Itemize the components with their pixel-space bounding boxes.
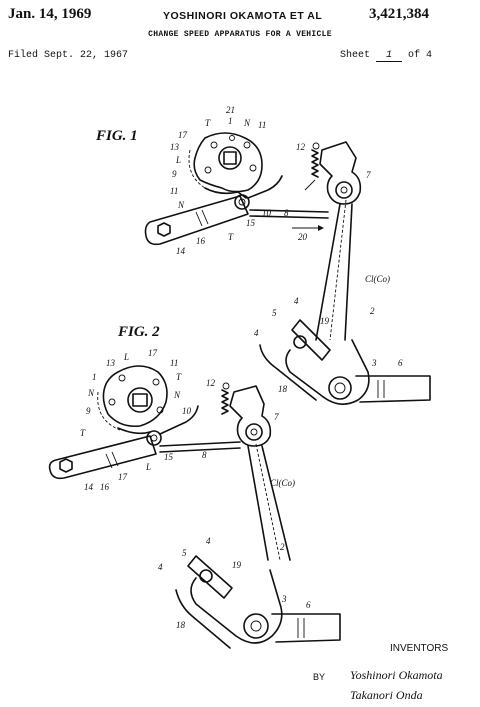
fig1-label-17: 17 (178, 130, 188, 140)
fig1-label-2: 2 (370, 306, 375, 316)
fig1-label-19: 19 (320, 316, 330, 326)
fig2-label-6: 6 (306, 600, 311, 610)
fig2-label-18: 18 (176, 620, 186, 630)
fig2-label-1: 1 (92, 372, 97, 382)
figure-1: FIG. 1 (95, 105, 431, 405)
fig1-label-15: 15 (246, 218, 256, 228)
fig2-label-4: 4 (206, 536, 211, 546)
fig2-pedal-arm (48, 435, 157, 480)
inventor-label: INVENTORS (390, 643, 449, 654)
fig1-label-11: 11 (258, 120, 266, 130)
fig2-label-11: 11 (170, 358, 178, 368)
signature-1: Yoshinori Okamota (350, 668, 443, 682)
fig2-label-4b: 4 (158, 562, 163, 572)
fig1-label-21: 21 (226, 105, 235, 115)
fig1-label-3: 3 (371, 358, 377, 368)
fig1-lower-lever (259, 319, 431, 405)
patent-number: 3,421,384 (369, 6, 429, 22)
fig2-label-3: 3 (281, 594, 287, 604)
fig1-label-t: T (205, 118, 211, 128)
fig1-label-4b: 4 (254, 328, 259, 338)
fig1-pedal-arm (144, 195, 249, 246)
fig1-part-labels: 21 T 1 N 11 17 13 L 9 12 7 11 N 10 8 15 … (170, 105, 403, 394)
fig1-label-6: 6 (398, 358, 403, 368)
sheet-indicator: Sheet 1 of 4 (340, 50, 432, 62)
fig1-cam-plate (188, 132, 263, 193)
fig2-label-16: 16 (100, 482, 110, 492)
fig1-label-5: 5 (272, 308, 277, 318)
fig2-lower-lever (175, 555, 341, 649)
patent-date: Jan. 14, 1969 (8, 6, 92, 22)
fig2-cam-plate (97, 365, 168, 431)
patent-title: CHANGE SPEED APPARATUS FOR A VEHICLE (148, 30, 332, 39)
fig2-spring (221, 382, 230, 415)
fig2-label-8: 8 (202, 450, 207, 460)
fig1-label: FIG. 1 (95, 128, 138, 144)
fig1-label-t2: T (228, 232, 234, 242)
fig2-label-12: 12 (206, 378, 216, 388)
fig2-bellcrank (229, 385, 291, 561)
fig2-label-t2: T (80, 428, 86, 438)
fig2-part-labels: 13 L 17 11 1 T N N 9 10 T 12 7 8 15 L 17… (80, 348, 311, 630)
sheet-suffix: of 4 (408, 50, 433, 61)
signature-2: Takanori Onda (350, 688, 423, 702)
fig1-label-4: 4 (294, 296, 299, 306)
fig2-label-l: L (123, 352, 129, 362)
fig2-label-7: 7 (274, 412, 279, 422)
fig2-label: FIG. 2 (117, 324, 160, 340)
fig2-label-17b: 17 (118, 472, 128, 482)
fig2-label-9: 9 (86, 406, 91, 416)
fig2-label-l2: L (145, 462, 151, 472)
fig1-label-14: 14 (176, 246, 186, 256)
fig1-label-16: 16 (196, 236, 206, 246)
fig2-label-14: 14 (84, 482, 94, 492)
fig2-label-n: N (87, 388, 95, 398)
fig1-label-10: 10 (262, 208, 272, 218)
fig2-label-2: 2 (280, 542, 285, 552)
fig1-label-12: 12 (296, 142, 306, 152)
fig1-label-13: 13 (170, 142, 180, 152)
fig2-rod (159, 441, 241, 453)
fig2-label-n2: N (173, 390, 181, 400)
fig1-label-l: L (175, 155, 181, 165)
fig2-label-10: 10 (182, 406, 192, 416)
inventor-names: YOSHINORI OKAMOTA ET AL (163, 10, 323, 22)
fig2-label-19: 19 (232, 560, 242, 570)
fig1-label-n: N (243, 118, 251, 128)
fig1-label-cl: Cl(Co) (365, 274, 390, 284)
fig1-rod (249, 209, 329, 231)
fig1-label-8: 8 (284, 208, 289, 218)
sheet-number: 1 (376, 50, 403, 62)
fig1-spring (304, 142, 320, 191)
fig1-label-18: 18 (278, 384, 288, 394)
fig1-label-20: 20 (298, 232, 308, 242)
fig1-label-7: 7 (366, 170, 371, 180)
fig2-label-5: 5 (182, 548, 187, 558)
fig2-label-17: 17 (148, 348, 158, 358)
fig1-label-1: 1 (228, 116, 233, 126)
fig1-label-9: 9 (172, 169, 177, 179)
fig2-label-15: 15 (164, 452, 174, 462)
fig1-label-n2: N (177, 200, 185, 210)
fig2-label-13: 13 (106, 358, 116, 368)
sheet-prefix: Sheet (340, 50, 371, 61)
by-label: BY (313, 672, 326, 682)
fig2-label-t: T (176, 372, 182, 382)
filed-date: Filed Sept. 22, 1967 (8, 50, 129, 61)
figure-2: FIG. 2 (48, 324, 341, 649)
fig1-bellcrank (315, 141, 362, 341)
fig1-label-11b: 11 (170, 186, 178, 196)
fig2-label-cl: Cl(Co) (270, 478, 295, 488)
